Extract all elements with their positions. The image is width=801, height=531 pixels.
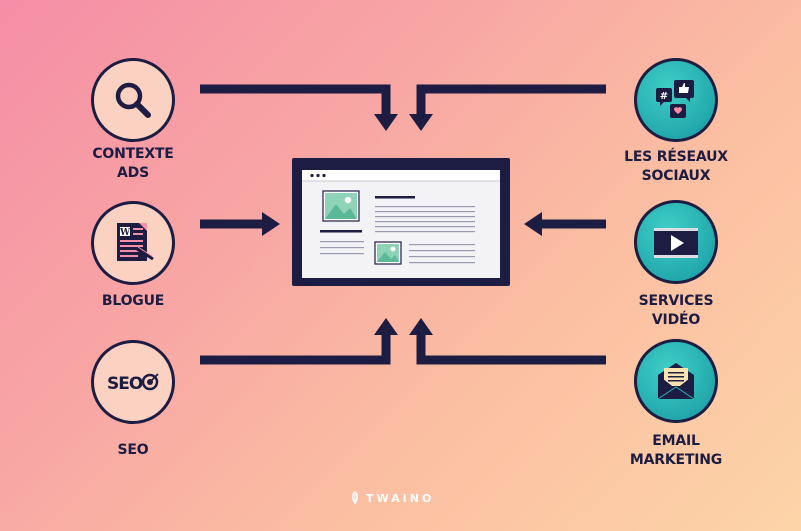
arrowhead-bottom-left (374, 318, 398, 335)
arrowhead-mid-right (524, 212, 542, 236)
contexte-ads-node (91, 58, 175, 142)
services-video-label: SERVICES VIDÉO (638, 293, 714, 328)
email-marketing-node (634, 339, 718, 423)
reseaux-sociaux-node: # (634, 58, 718, 142)
seo-label: SEO (117, 442, 149, 458)
reseaux-sociaux-label: LES RÉSEAUX SOCIAUX (624, 149, 728, 184)
contexte-ads-label: CONTEXTE ADS (92, 146, 174, 181)
video-player-icon (654, 228, 698, 258)
seo-node: SEO (91, 340, 175, 424)
svg-text:W: W (119, 228, 131, 238)
arrowhead-bottom-right (409, 318, 433, 335)
social-bubbles-icon: # (656, 80, 694, 118)
email-marketing-label: EMAIL MARKETING (629, 433, 723, 468)
arrowhead-mid-left (262, 212, 280, 236)
website-window-icon (302, 170, 500, 278)
twaino-watermark: TWAINO (348, 489, 458, 507)
website-window (292, 158, 510, 286)
svg-text:#: # (660, 91, 668, 102)
blogue-node: W (91, 201, 175, 285)
seo-target-icon: SEO (107, 373, 159, 394)
magnifier-icon (115, 82, 151, 118)
twaino-logo-text: TWAINO (366, 491, 435, 505)
services-video-node (634, 200, 718, 284)
wordpress-document-icon: W (117, 223, 154, 261)
seo-icon-text: SEO (107, 374, 143, 394)
arrow-top-right (416, 84, 606, 115)
arrow-bottom-right (416, 333, 606, 365)
arrowhead-top-left (374, 114, 398, 131)
blogue-label: BLOGUE (101, 293, 165, 309)
arrow-bottom-left (200, 333, 391, 365)
arrowhead-top-right (409, 114, 433, 131)
arrow-top-left (200, 84, 391, 115)
envelope-icon (657, 363, 695, 400)
twaino-logo-icon (352, 491, 358, 505)
